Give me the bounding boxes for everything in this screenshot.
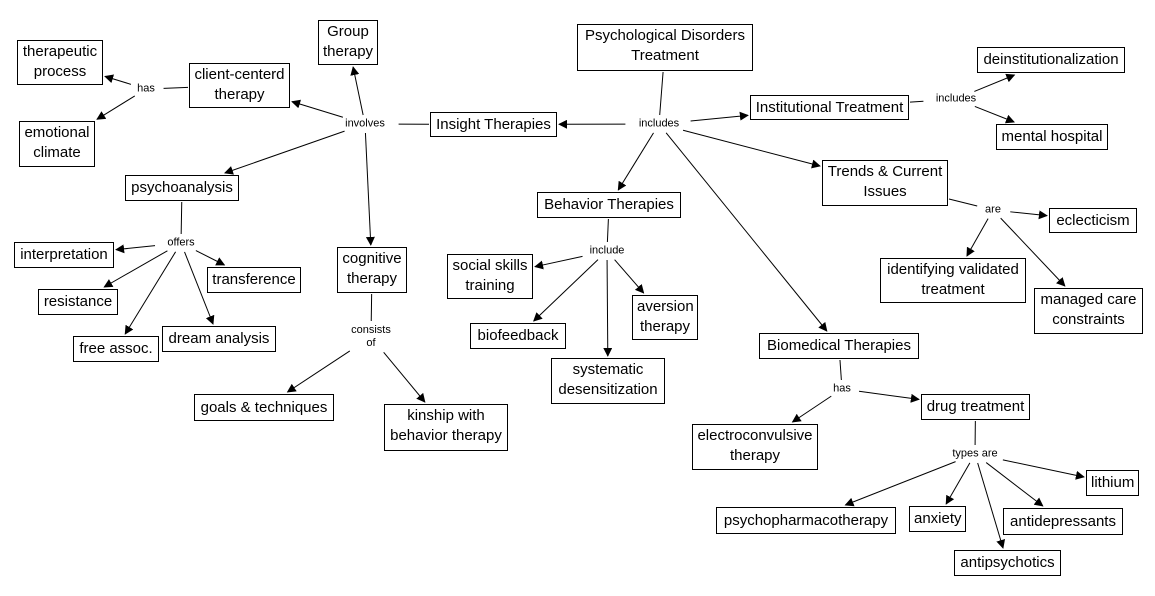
edge-l_involves-to-client bbox=[291, 99, 344, 118]
edge-l_types-to-psychopharm bbox=[844, 461, 956, 507]
node-antipsychotics[interactable]: antipsychotics bbox=[954, 550, 1061, 576]
edge-l_has_client-to-emotional bbox=[96, 95, 136, 120]
edge-l_has_bio-to-drug bbox=[858, 390, 920, 403]
link-label-has-biomedical: has bbox=[831, 382, 853, 396]
edge-l_offers-to-dream bbox=[184, 251, 215, 325]
node-root[interactable]: Psychological Disorders Treatment bbox=[577, 24, 753, 71]
link-label-are: are bbox=[983, 203, 1003, 217]
link-label-has-client: has bbox=[135, 82, 157, 96]
edge-l_offers-to-freeassoc bbox=[124, 251, 177, 335]
edge-l_include-to-aversion bbox=[614, 259, 645, 294]
edge-biomedical-to-l_has_bio bbox=[839, 359, 842, 381]
node-group-therapy[interactable]: Group therapy bbox=[318, 20, 378, 65]
link-label-involves: involves bbox=[343, 117, 387, 131]
node-anxiety[interactable]: anxiety bbox=[909, 506, 966, 532]
node-eclecticism[interactable]: eclecticism bbox=[1049, 208, 1137, 233]
link-label-includes-institutional: includes bbox=[933, 92, 979, 106]
edge-l_consists-to-kinship bbox=[383, 351, 426, 403]
edge-l_includes_root-to-biomedical bbox=[665, 132, 828, 332]
edge-l_types-to-anxiety bbox=[945, 462, 971, 505]
node-electroconvulsive-therapy[interactable]: electroconvulsive therapy bbox=[692, 424, 818, 470]
edge-l_involves-to-group bbox=[350, 66, 364, 116]
edge-l_includes_inst-to-mental bbox=[974, 105, 1015, 124]
edge-behavior-to-l_include bbox=[606, 218, 609, 243]
edge-l_has_bio-to-electro bbox=[791, 395, 832, 423]
node-drug-treatment[interactable]: drug treatment bbox=[921, 394, 1030, 420]
edge-l_consists-to-goals bbox=[286, 350, 351, 393]
node-resistance[interactable]: resistance bbox=[38, 289, 118, 315]
node-insight-therapies[interactable]: Insight Therapies bbox=[430, 112, 557, 137]
link-label-types-are: types are bbox=[950, 447, 1000, 461]
node-free-association[interactable]: free assoc. bbox=[73, 336, 159, 362]
node-psychopharmacotherapy[interactable]: psychopharmacotherapy bbox=[716, 507, 896, 534]
edge-l_includes_root-to-trends bbox=[682, 129, 821, 169]
edge-institutional-to-l_includes_inst bbox=[909, 100, 924, 103]
node-institutional-treatment[interactable]: Institutional Treatment bbox=[750, 95, 909, 120]
node-cognitive-therapy[interactable]: cognitive therapy bbox=[337, 247, 407, 293]
node-interpretation[interactable]: interpretation bbox=[14, 242, 114, 268]
node-client-centered-therapy[interactable]: client-centerd therapy bbox=[189, 63, 290, 108]
node-social-skills-training[interactable]: social skills training bbox=[447, 254, 533, 299]
node-aversion-therapy[interactable]: aversion therapy bbox=[632, 295, 698, 340]
edge-l_are-to-identifying bbox=[966, 218, 989, 257]
node-kinship-behavior-therapy[interactable]: kinship with behavior therapy bbox=[384, 404, 508, 451]
node-identifying-validated-treatment[interactable]: identifying validated treatment bbox=[880, 258, 1026, 303]
node-lithium[interactable]: lithium bbox=[1086, 470, 1139, 496]
edge-l_involves-to-psychoanalysis bbox=[224, 130, 345, 175]
edge-l_are-to-managed bbox=[1000, 217, 1066, 287]
edge-trends-to-l_are bbox=[948, 198, 978, 207]
node-managed-care-constraints[interactable]: managed care constraints bbox=[1034, 288, 1143, 334]
edge-l_includes_inst-to-deinst bbox=[974, 73, 1016, 92]
link-label-includes-root: includes bbox=[636, 117, 682, 131]
link-label-include: include bbox=[587, 244, 627, 258]
node-goals-techniques[interactable]: goals & techniques bbox=[194, 394, 334, 421]
edge-l_offers-to-interpretation bbox=[115, 244, 156, 254]
edge-l_includes_root-to-behavior bbox=[617, 132, 654, 191]
edge-l_offers-to-transference bbox=[195, 250, 226, 266]
node-psychoanalysis[interactable]: psychoanalysis bbox=[125, 175, 239, 201]
node-biofeedback[interactable]: biofeedback bbox=[470, 323, 566, 349]
node-behavior-therapies[interactable]: Behavior Therapies bbox=[537, 192, 681, 218]
node-antidepressants[interactable]: antidepressants bbox=[1003, 508, 1123, 535]
node-trends-current-issues[interactable]: Trends & Current Issues bbox=[822, 160, 948, 206]
edge-l_types-to-antipsychotics bbox=[977, 462, 1006, 549]
edge-l_types-to-antidepressants bbox=[985, 462, 1044, 507]
edge-l_involves-to-cognitive bbox=[364, 132, 375, 246]
node-deinstitutionalization[interactable]: deinstitutionalization bbox=[977, 47, 1125, 73]
node-dream-analysis[interactable]: dream analysis bbox=[162, 326, 276, 352]
edge-root-to-l_includes_root bbox=[659, 71, 664, 116]
edge-l_has_client-to-therapeutic bbox=[104, 74, 132, 85]
node-mental-hospital[interactable]: mental hospital bbox=[996, 124, 1108, 150]
edge-l_include-to-biofeedback bbox=[533, 259, 599, 322]
edge-l_are-to-eclecticism bbox=[1010, 210, 1048, 220]
node-therapeutic-process[interactable]: therapeutic process bbox=[17, 40, 103, 85]
node-systematic-desensitization[interactable]: systematic desensitization bbox=[551, 358, 665, 404]
node-transference[interactable]: transference bbox=[207, 267, 301, 293]
edge-l_includes_root-to-institutional bbox=[690, 111, 749, 122]
edge-psychoanalysis-to-l_offers bbox=[180, 201, 183, 235]
edge-l_include-to-systematic bbox=[603, 259, 613, 357]
node-biomedical-therapies[interactable]: Biomedical Therapies bbox=[759, 333, 919, 359]
link-label-offers: offers bbox=[165, 236, 197, 250]
node-emotional-climate[interactable]: emotional climate bbox=[19, 121, 95, 167]
edge-l_types-to-lithium bbox=[1002, 459, 1085, 480]
edge-l_offers-to-resistance bbox=[103, 250, 168, 288]
link-label-consists-of: consists of bbox=[349, 324, 393, 350]
edge-client-to-l_has_client bbox=[163, 86, 189, 89]
edge-l_include-to-social bbox=[534, 255, 583, 270]
